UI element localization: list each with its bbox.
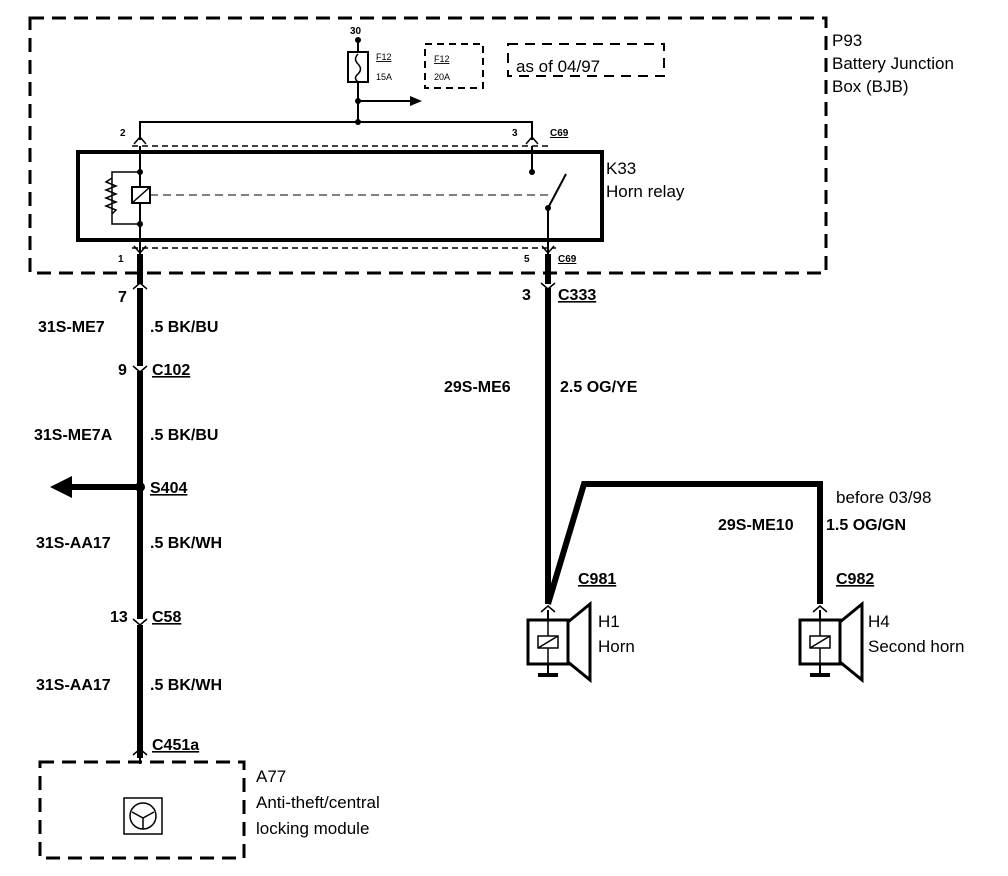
c333-pin: 3 (522, 287, 531, 304)
supply-pin-label: 30 (350, 26, 362, 37)
c333-name: C333 (558, 287, 596, 304)
horn-h1-symbol (526, 600, 592, 684)
fuse-2-rating: 20A (434, 72, 450, 82)
wire2-spec: .5 BK/BU (150, 427, 218, 444)
module-icon (123, 797, 163, 835)
connector-c69-bottom: C69 (558, 254, 577, 265)
fuse-f12-15a (347, 37, 422, 122)
fuse-2-box (424, 43, 484, 89)
wire3-circuit: 31S-AA17 (36, 535, 111, 552)
horn-h4-symbol (798, 600, 864, 684)
horn1-name: Horn (598, 637, 635, 656)
module-line1: Anti-theft/central (256, 793, 380, 812)
relay-switch (529, 146, 567, 254)
relay-pin-1: 1 (118, 254, 124, 265)
module-ref: A77 (256, 767, 286, 786)
wire2-circuit: 31S-ME7A (34, 427, 113, 444)
wire4-circuit: 31S-AA17 (36, 677, 111, 694)
module-outline (38, 760, 246, 860)
c58-pin: 13 (110, 609, 128, 626)
c58-name: C58 (152, 609, 181, 626)
wire6-spec: 1.5 OG/GN (826, 517, 906, 534)
c102-pin: 9 (118, 362, 127, 379)
fuse-1-rating: 15A (376, 72, 392, 82)
left-top-pin: 7 (118, 289, 127, 306)
relay-name: Horn relay (606, 182, 685, 201)
relay-coil (103, 146, 548, 254)
horn2-name: Second horn (868, 637, 964, 656)
fuse-note: as of 04/97 (516, 57, 600, 76)
wire1-spec: .5 BK/BU (150, 319, 218, 336)
fuse-2-ref: F12 (434, 54, 450, 64)
relay-feed-wire (139, 121, 533, 140)
relay-pin-2: 2 (120, 128, 126, 139)
fuse-1-ref: F12 (376, 52, 392, 62)
relay-pin-5: 5 (524, 254, 530, 265)
horn2-ref: H4 (868, 612, 890, 631)
wire4-spec: .5 BK/WH (150, 677, 222, 694)
splice-arrow (50, 476, 72, 498)
relay-ref: K33 (606, 159, 636, 178)
s404-name: S404 (150, 480, 187, 497)
c981-name: C981 (578, 571, 616, 588)
bjb-ref: P93 (832, 31, 862, 50)
c982-name: C982 (836, 571, 874, 588)
module-line2: locking module (256, 819, 369, 838)
c102-name: C102 (152, 362, 190, 379)
relay-pin-3: 3 (512, 128, 518, 139)
horn-relay-box (76, 150, 604, 242)
wire6-circuit: 29S-ME10 (718, 517, 794, 534)
wire6-note: before 03/98 (836, 488, 931, 507)
bjb-outline (28, 16, 828, 275)
wire-29s-me10 (545, 481, 823, 605)
wire5-spec: 2.5 OG/YE (560, 379, 638, 396)
bjb-line1: Battery Junction (832, 54, 954, 73)
note-box (507, 43, 665, 77)
wire5-circuit: 29S-ME6 (444, 379, 511, 396)
connector-c69-top: C69 (550, 128, 569, 139)
horn1-ref: H1 (598, 612, 620, 631)
bjb-line2: Box (BJB) (832, 77, 909, 96)
wire3-spec: .5 BK/WH (150, 535, 222, 552)
c451a-name: C451a (152, 737, 199, 754)
wire1-circuit: 31S-ME7 (38, 319, 105, 336)
